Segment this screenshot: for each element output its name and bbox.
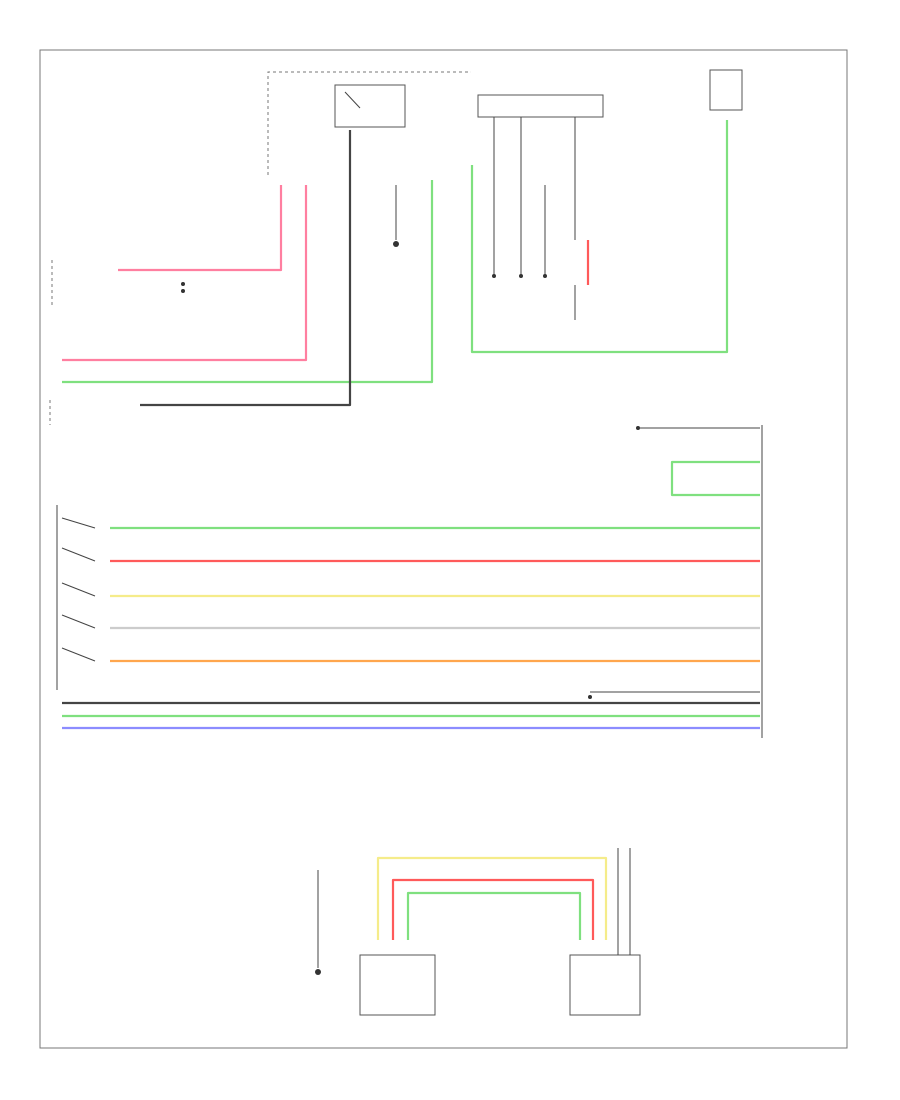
wire-pink-mid-vertical (62, 185, 308, 362)
switch-arm-5 (61, 647, 96, 662)
relay-contact (344, 91, 361, 109)
wire-green-right-loop (470, 120, 729, 354)
wire-red-bottom-loop (391, 878, 595, 940)
bottom-right-connector (569, 954, 641, 1016)
wire-green-left-run (62, 180, 434, 384)
diagram-frame (39, 49, 848, 1049)
switch-arm-4 (61, 614, 96, 629)
ground-point-top (393, 241, 399, 247)
relay-box (334, 84, 406, 128)
ground-point-bottom (315, 969, 321, 975)
wire-black-left-run (140, 130, 352, 407)
connector-dot-5 (543, 274, 547, 278)
switch-arm-1 (61, 517, 96, 529)
connector-dot-7 (588, 695, 592, 699)
wire-group (62, 120, 760, 940)
wire-green-bottom-loop (406, 891, 582, 940)
switch-arm-2 (61, 547, 96, 562)
wire-pink-top-vertical (118, 185, 283, 272)
connector-dot-2 (181, 289, 185, 293)
wire-green-right-bracket (670, 460, 760, 497)
connector-dot-3 (492, 274, 496, 278)
switch-arm-3 (61, 582, 96, 597)
top-dashed-harness (267, 71, 470, 175)
connector-dot-6 (636, 426, 640, 430)
bottom-left-connector (359, 954, 436, 1016)
connector-dot-1 (181, 282, 185, 286)
switch-box (477, 94, 604, 118)
connector-dot-4 (519, 274, 523, 278)
top-right-connector (709, 69, 743, 111)
wire-yellow-bottom-loop (376, 856, 608, 940)
